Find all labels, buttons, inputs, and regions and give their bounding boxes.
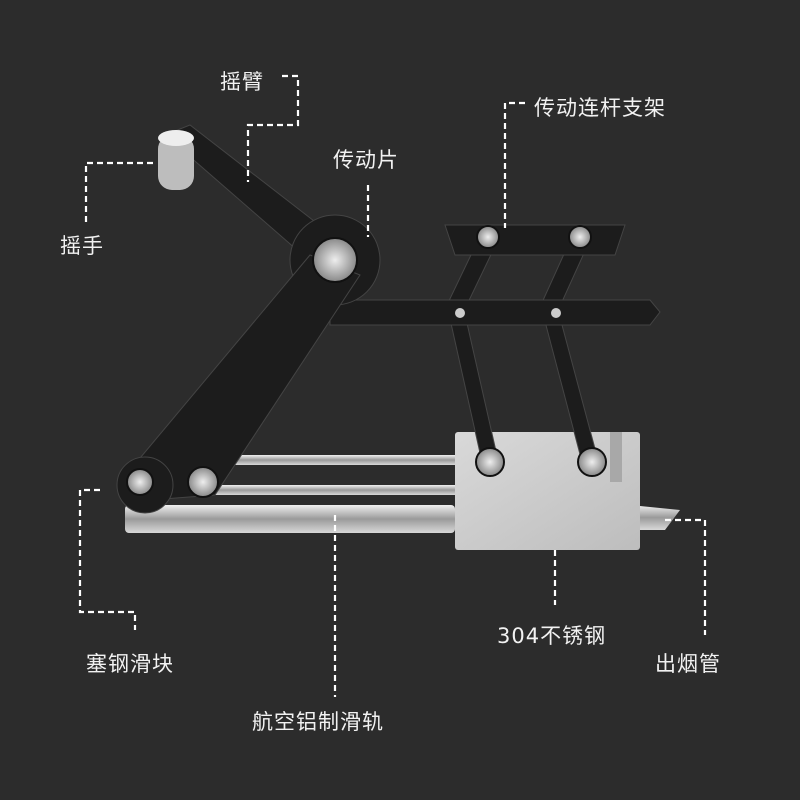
label-stainless-steel: 304不锈钢 (497, 624, 607, 648)
bolts (126, 225, 607, 498)
label-steel-slider: 塞钢滑块 (86, 652, 174, 676)
smoke-pipe (630, 505, 680, 530)
label-rocker-arm: 摇臂 (220, 70, 264, 94)
label-hand-crank: 摇手 (60, 234, 104, 258)
label-linkage-bracket: 传动连杆支架 (534, 96, 666, 120)
aluminum-rail (125, 455, 680, 533)
hand-crank (158, 130, 194, 190)
label-drive-plate: 传动片 (333, 148, 399, 172)
label-aluminum-rail: 航空铝制滑轨 (252, 710, 384, 734)
label-smoke-pipe: 出烟管 (655, 652, 721, 676)
leader-lines (78, 74, 707, 697)
